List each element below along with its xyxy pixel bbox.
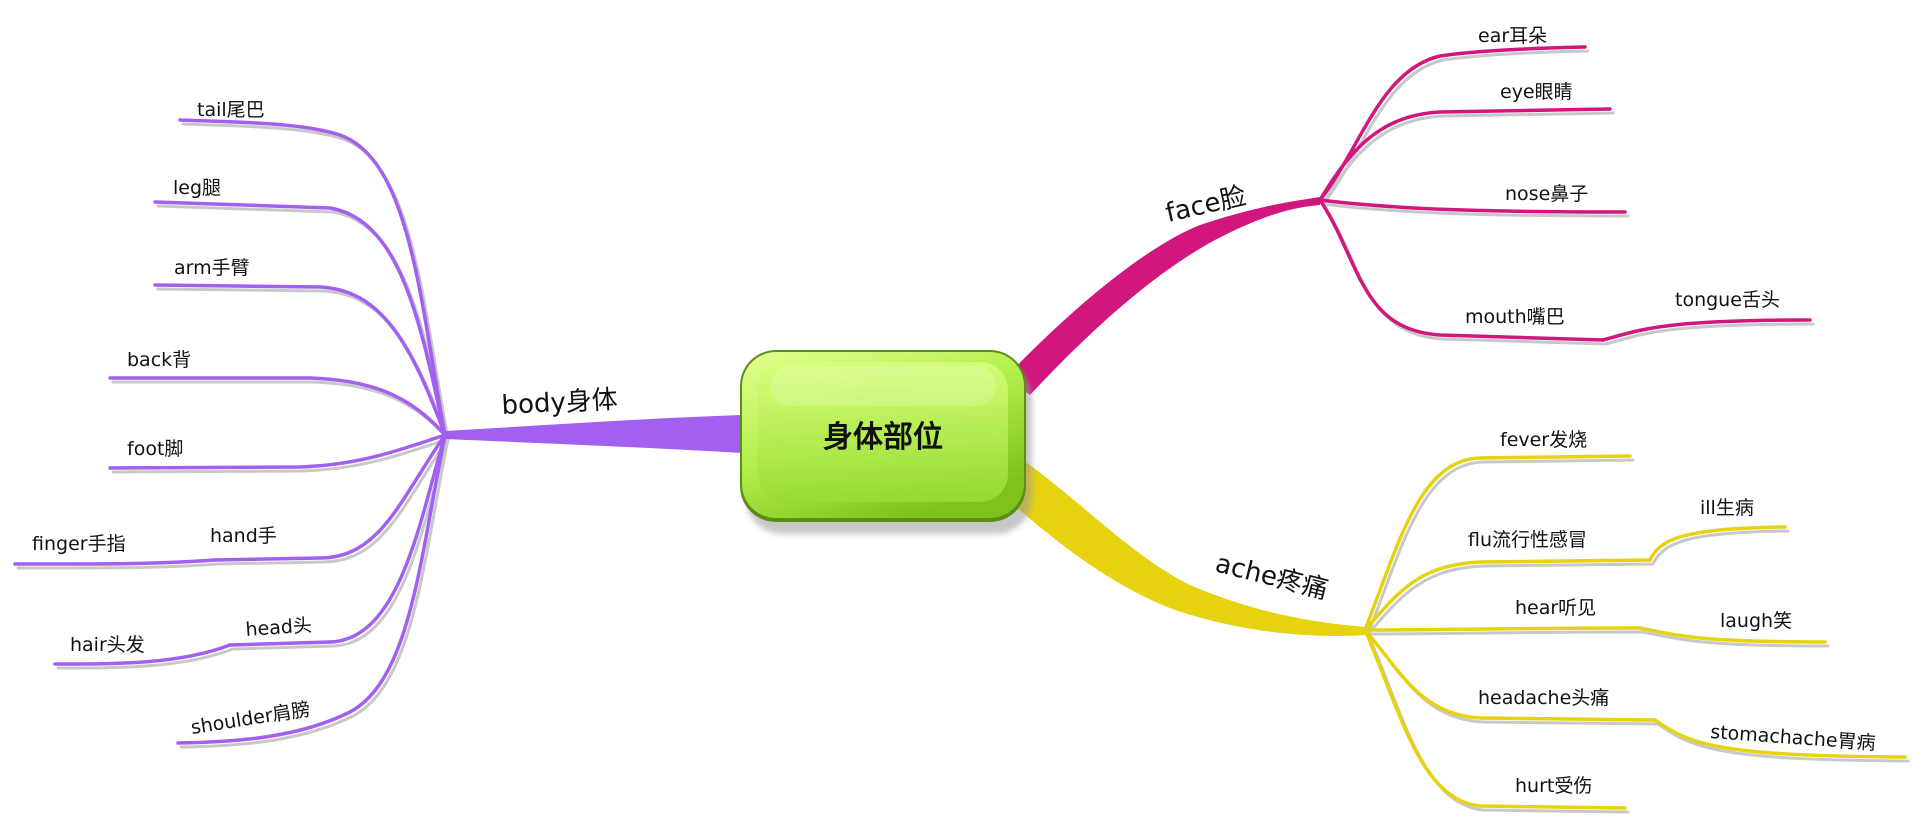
hear-label[interactable]: hear听见 bbox=[1515, 597, 1596, 619]
hurt-label[interactable]: hurt受伤 bbox=[1515, 775, 1592, 797]
eye-label[interactable]: eye眼睛 bbox=[1500, 81, 1573, 103]
laugh-label[interactable]: laugh笑 bbox=[1720, 610, 1792, 632]
body-trunk bbox=[445, 415, 742, 453]
center-node[interactable]: 身体部位 bbox=[740, 350, 1032, 534]
head-label[interactable]: head头 bbox=[245, 614, 313, 641]
headache-label[interactable]: headache头痛 bbox=[1478, 687, 1609, 709]
flu-label[interactable]: flu流行性感冒 bbox=[1468, 529, 1587, 551]
back-label[interactable]: back背 bbox=[127, 349, 191, 371]
face-trunk bbox=[1006, 197, 1320, 395]
ache-child-lines bbox=[1363, 454, 1907, 810]
hand-label[interactable]: hand手 bbox=[210, 525, 277, 547]
body-branch: body身体 tail尾巴 leg腿 arm手臂 back背 foot脚 han… bbox=[13, 99, 742, 749]
tail-label[interactable]: tail尾巴 bbox=[197, 99, 265, 121]
finger-label[interactable]: finger手指 bbox=[32, 533, 126, 555]
body-child-lines bbox=[13, 118, 447, 745]
ache-trunk bbox=[1008, 458, 1365, 636]
ache-branch: ache疼痛 fever发烧 flu流行性感冒 ill生病 hear听见 lau… bbox=[1008, 429, 1910, 814]
arm-label[interactable]: arm手臂 bbox=[174, 257, 250, 279]
hair-label[interactable]: hair头发 bbox=[70, 634, 145, 656]
ear-label[interactable]: ear耳朵 bbox=[1478, 25, 1547, 47]
foot-label[interactable]: foot脚 bbox=[127, 438, 183, 460]
ache-label[interactable]: ache疼痛 bbox=[1212, 549, 1331, 606]
ill-label[interactable]: ill生病 bbox=[1700, 497, 1754, 519]
leg-label[interactable]: leg腿 bbox=[173, 177, 221, 199]
face-child-lines bbox=[1318, 45, 1812, 342]
tongue-label[interactable]: tongue舌头 bbox=[1675, 289, 1780, 311]
mouth-label[interactable]: mouth嘴巴 bbox=[1465, 306, 1565, 328]
face-branch: face脸 ear耳朵 eye眼睛 nose鼻子 mouth嘴巴 tongue舌… bbox=[1006, 25, 1815, 395]
center-label: 身体部位 bbox=[823, 420, 943, 455]
nose-label[interactable]: nose鼻子 bbox=[1505, 183, 1588, 205]
fever-label[interactable]: fever发烧 bbox=[1500, 429, 1587, 451]
body-label[interactable]: body身体 bbox=[501, 385, 619, 421]
